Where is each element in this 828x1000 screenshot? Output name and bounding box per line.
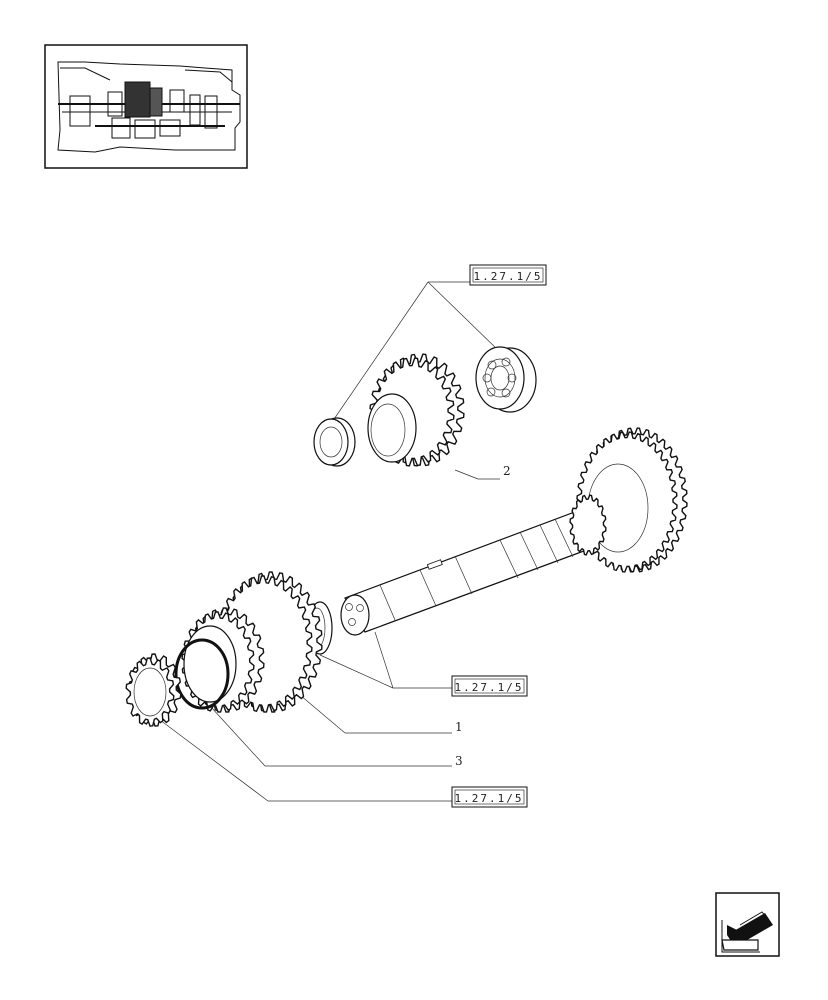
callout-1: 1 xyxy=(455,720,463,734)
gear-top xyxy=(367,353,465,467)
callout-3: 3 xyxy=(455,754,463,768)
reference-label-bottom: 1.27.1/5 xyxy=(455,792,524,805)
reference-box-middle[interactable]: 1.27.1/5 xyxy=(451,675,528,697)
ball-bearing xyxy=(475,346,537,413)
transmission-overview-icon[interactable] xyxy=(44,44,248,169)
needle-bearing xyxy=(125,653,182,727)
reference-label-top: 1.27.1/5 xyxy=(474,270,543,283)
reference-label-middle: 1.27.1/5 xyxy=(455,681,524,694)
o-ring xyxy=(174,638,230,710)
back-arrow-icon[interactable] xyxy=(715,892,780,957)
callout-2: 2 xyxy=(503,464,511,478)
shaft-small-gear xyxy=(569,494,607,556)
reference-box-bottom[interactable]: 1.27.1/5 xyxy=(451,786,528,808)
spacer-ring xyxy=(313,417,356,467)
reference-box-top[interactable]: 1.27.1/5 xyxy=(469,264,547,286)
main-shaft xyxy=(340,509,601,636)
